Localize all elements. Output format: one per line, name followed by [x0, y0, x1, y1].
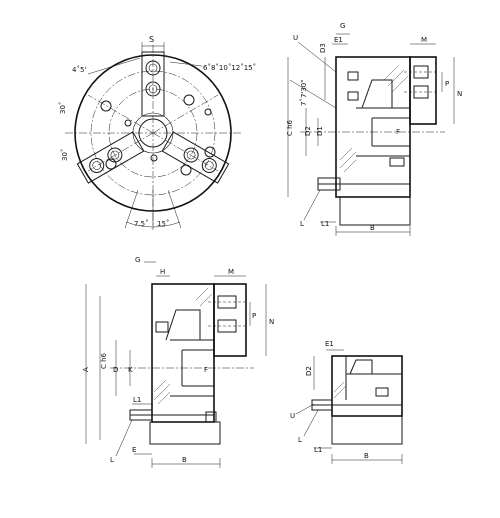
side-dim-n: N	[457, 90, 462, 98]
side-dim-b: B	[370, 224, 375, 232]
section-jaw	[213, 283, 247, 357]
angle-arc-bottom	[125, 221, 181, 228]
mount-hole-2	[183, 94, 195, 106]
side-label-u: U	[293, 34, 298, 42]
side-angle-label: 7˚7'30"	[300, 80, 308, 106]
section-nut	[155, 321, 169, 333]
small-hatching	[333, 381, 347, 399]
small-label-u: U	[290, 412, 295, 420]
small-hole-3	[150, 154, 158, 162]
section-rear-nut	[205, 411, 217, 423]
section-dim-h: H	[160, 268, 165, 276]
jaw-slot-lower-left	[76, 131, 145, 184]
jaw-slot-top	[141, 51, 165, 117]
section-dim-a: A	[82, 367, 90, 372]
angle-7-5-label: 7.5˚	[134, 220, 149, 228]
mount-hole-4	[105, 158, 117, 170]
side-label-l: L	[300, 220, 304, 228]
small-dim-l1: L1	[314, 446, 322, 454]
section-dim-p: P	[252, 312, 256, 320]
section-dim-m: M	[228, 268, 234, 276]
section-view-small: E1 D2 U L L1 B	[290, 340, 403, 464]
section-dim-d: D	[113, 366, 118, 374]
section-label-l: L	[110, 456, 114, 464]
section-wedge	[165, 309, 201, 341]
side-dim-d3: D3	[319, 43, 327, 53]
jaw-bolt-top-1	[145, 60, 161, 76]
side-nut-top	[347, 71, 359, 81]
section-view-large: G H M P N A C h6 D K F L1 L E B	[82, 256, 274, 468]
section-dim-b: B	[182, 456, 187, 464]
small-hole-1	[204, 108, 212, 116]
angled-centerline-left-lower	[87, 132, 154, 172]
angled-centerline-right	[152, 94, 219, 134]
angle-30-bottom-label: 30˚	[61, 149, 69, 161]
side-dim-g: G	[340, 22, 345, 30]
mount-hole-3	[204, 146, 216, 158]
side-wedge	[361, 79, 393, 109]
section-rear-flange	[149, 421, 221, 445]
section-dim-l1: L1	[133, 396, 141, 404]
section-hatching	[153, 287, 213, 405]
jaw-bolt-top-2	[145, 81, 161, 97]
section-dim-k: K	[128, 366, 133, 374]
side-dim-m: M	[421, 36, 427, 44]
small-dim-e1: E1	[325, 340, 334, 348]
section-dim-f: F	[204, 366, 208, 374]
small-body-main	[331, 355, 403, 417]
side-dim-p: P	[445, 80, 449, 88]
mount-hole-5	[180, 164, 192, 176]
side-nut-lower	[389, 157, 405, 167]
side-dim-d1: D1	[316, 126, 324, 136]
side-body-main	[335, 56, 411, 198]
section-dim-n: N	[269, 318, 274, 326]
side-dim-e1: E1	[334, 36, 343, 44]
jaw-bolt-top-2-inner	[148, 84, 158, 94]
section-dim-g: G	[135, 256, 140, 264]
side-dim-ch6: C h6	[286, 119, 294, 136]
section-dim-ch6: C h6	[100, 352, 108, 369]
side-rear-flange	[339, 196, 411, 226]
small-hole-2	[124, 119, 132, 127]
side-jaw-upper	[409, 56, 437, 125]
small-dim-b: B	[364, 452, 369, 460]
side-dim-l1: L1	[321, 220, 329, 228]
angle-15-label: 15˚	[157, 220, 169, 228]
side-dim-f: F	[396, 128, 400, 136]
side-nut-mid	[347, 91, 359, 101]
small-label-l: L	[298, 436, 302, 444]
section-dim-e: E	[132, 446, 136, 454]
angle-4-5-label: 4˚5'	[72, 66, 86, 74]
mount-hole-1	[100, 100, 112, 112]
small-rear-flange	[331, 415, 403, 445]
small-wedge	[349, 359, 373, 375]
angle-bolt-circle-label: 6˚8˚10˚12˚15˚	[203, 64, 256, 72]
section-body-main	[151, 283, 215, 423]
jaw-bolt-top-1-inner	[148, 63, 158, 73]
angled-centerline-right-lower	[152, 132, 219, 172]
angled-centerline-left	[87, 94, 154, 134]
dim-s-label: S	[149, 35, 154, 44]
front-view: S 4˚5' 6˚8˚10˚12˚15˚ 30˚ 30˚ 7.5˚ 15˚	[59, 35, 256, 230]
side-view-top: G E1 M U D3 P N 7˚7'30" C h6 D2 D1 F L L…	[286, 22, 462, 236]
side-dim-d2: D2	[304, 126, 312, 136]
small-nut	[375, 387, 389, 397]
small-dim-d2: D2	[305, 366, 313, 376]
side-hatching	[339, 65, 409, 173]
angle-30-top-label: 30˚	[59, 102, 67, 114]
